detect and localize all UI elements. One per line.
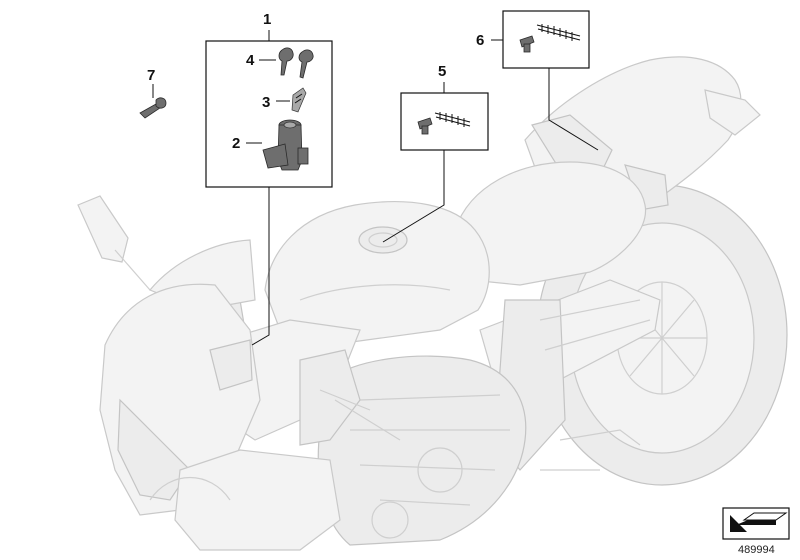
callout-5: 5 bbox=[438, 63, 446, 80]
callout-4: 4 bbox=[246, 52, 255, 69]
lock-cylinder-icon[interactable] bbox=[291, 87, 307, 113]
callout-3: 3 bbox=[262, 94, 270, 111]
part-group-box-6 bbox=[502, 10, 590, 69]
part-group-box-5 bbox=[400, 92, 489, 151]
callout-7: 7 bbox=[147, 67, 155, 84]
motorcycle-illustration bbox=[77, 56, 788, 551]
callout-2: 2 bbox=[232, 135, 240, 152]
key-icon[interactable] bbox=[278, 47, 314, 79]
callout-1: 1 bbox=[263, 11, 271, 28]
screw-icon-2[interactable] bbox=[519, 24, 581, 53]
fuel-tank bbox=[264, 200, 490, 346]
mirror bbox=[77, 195, 129, 263]
callout-6: 6 bbox=[476, 32, 484, 49]
arrow-orientation-icon bbox=[722, 507, 790, 540]
screw-icon[interactable] bbox=[417, 112, 471, 135]
bolt-icon[interactable] bbox=[139, 97, 167, 119]
ignition-switch-icon[interactable] bbox=[262, 119, 309, 171]
seat bbox=[454, 161, 647, 286]
reference-number: 489994 bbox=[738, 544, 775, 556]
